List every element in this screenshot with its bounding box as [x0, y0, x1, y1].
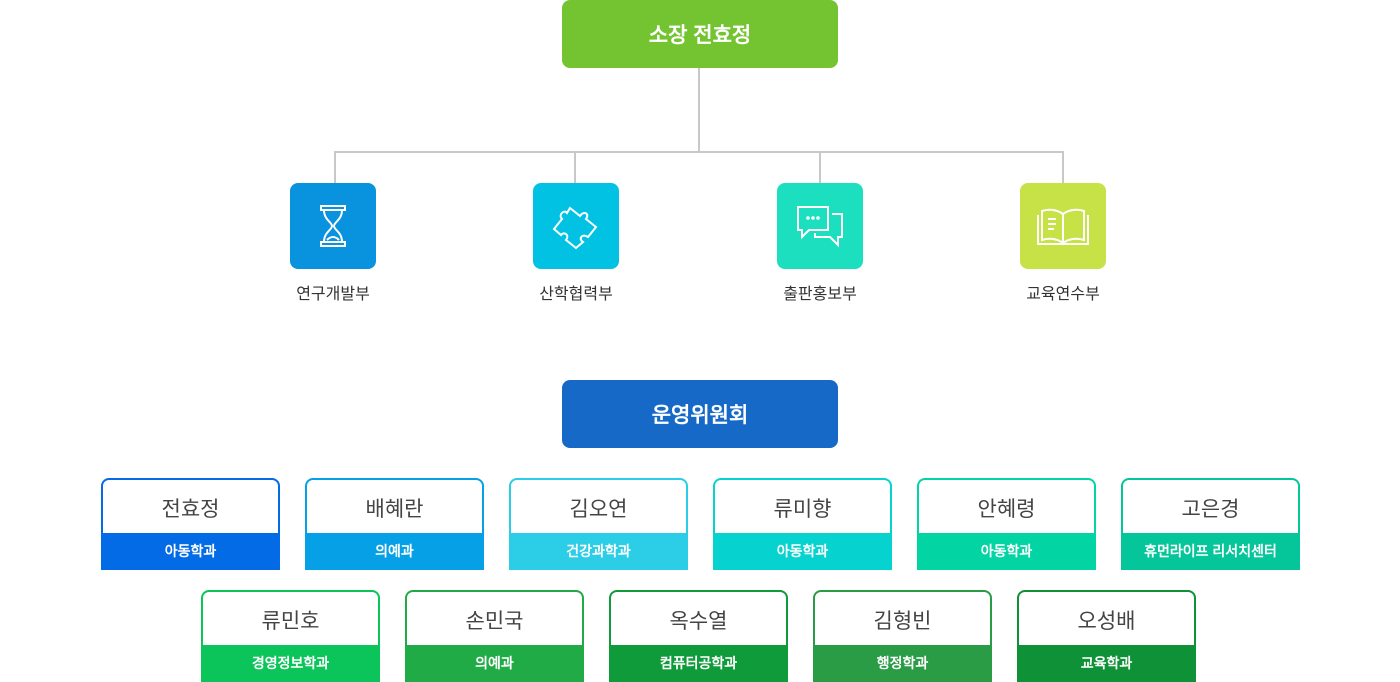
member-name: 안혜령: [977, 497, 1036, 521]
dept-industry: 산학협력부: [516, 183, 636, 304]
member-dept: 아동학과: [715, 533, 890, 568]
connector-line: [574, 152, 576, 183]
member-dept: 교육학과: [1019, 645, 1194, 680]
member-name: 김오연: [569, 497, 628, 521]
chat-bubbles-icon: [777, 183, 863, 269]
dept-education: 교육연수부: [1003, 183, 1123, 304]
member-dept: 의예과: [307, 533, 482, 568]
connector-line: [698, 68, 700, 152]
dept-label: 산학협력부: [539, 286, 613, 303]
member-name: 김형빈: [873, 609, 932, 633]
puzzle-icon: [533, 183, 619, 269]
director-box: 소장 전효정: [562, 0, 838, 68]
member-dept: 건강과학과: [511, 533, 686, 568]
member-name: 고은경: [1181, 497, 1240, 521]
dept-label: 교육연수부: [1026, 286, 1100, 303]
member-name: 오성배: [1077, 609, 1136, 633]
open-book-icon: [1020, 183, 1106, 269]
connector-line: [819, 152, 821, 183]
member-dept: 행정학과: [815, 645, 990, 680]
connector-line: [1062, 152, 1064, 183]
member-name: 배혜란: [365, 497, 424, 521]
member-dept: 의예과: [407, 645, 582, 680]
member-dept: 경영정보학과: [203, 645, 378, 680]
hourglass-icon: [290, 183, 376, 269]
member-name: 손민국: [465, 609, 524, 633]
connector-line: [334, 152, 336, 183]
member-name: 옥수열: [669, 609, 728, 633]
connector-line: [334, 151, 1064, 153]
member-dept: 아동학과: [919, 533, 1094, 568]
dept-publishing: 출판홍보부: [760, 183, 880, 304]
dept-label: 출판홍보부: [783, 286, 857, 303]
member-dept: 컴퓨터공학과: [611, 645, 786, 680]
dept-label: 연구개발부: [296, 286, 370, 303]
member-dept: 휴먼라이프 리서치센터: [1123, 533, 1298, 568]
member-name: 전효정: [161, 497, 220, 521]
committee-box: 운영위원회: [562, 380, 838, 448]
member-name: 류민호: [261, 609, 320, 633]
member-name: 류미향: [773, 497, 832, 521]
member-dept: 아동학과: [103, 533, 278, 568]
dept-research: 연구개발부: [273, 183, 393, 304]
